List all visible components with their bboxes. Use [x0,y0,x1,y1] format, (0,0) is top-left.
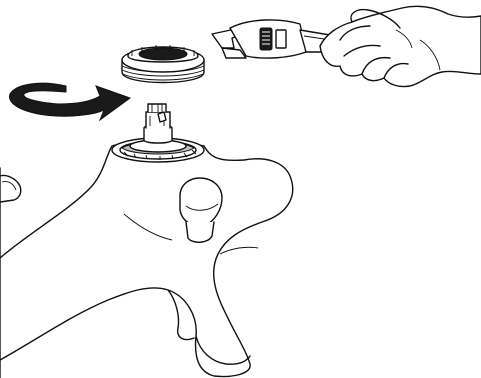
rotation-arrow-icon [9,83,130,120]
faucet-body [0,142,293,377]
retaining-nut [122,45,204,83]
cartridge-stem [144,104,172,143]
hand [320,6,481,86]
